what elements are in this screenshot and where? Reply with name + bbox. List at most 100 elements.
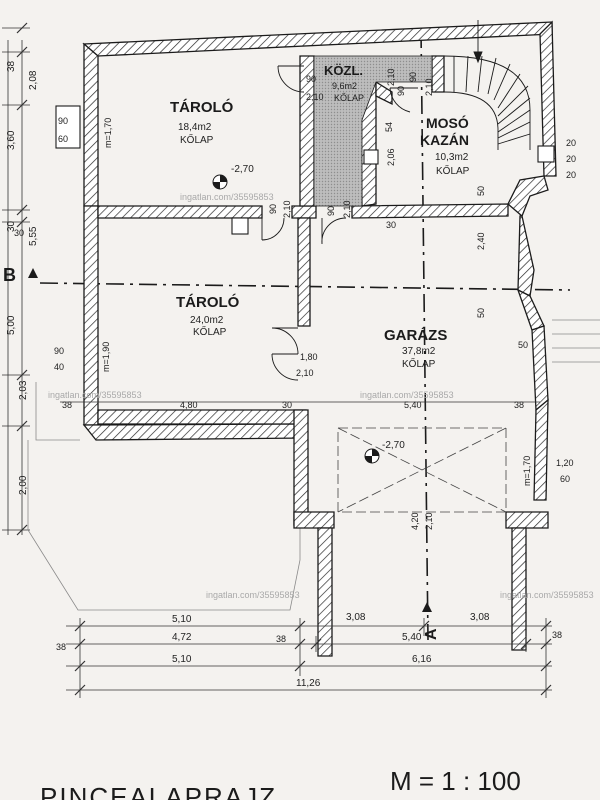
door-1-height: 2,10 [306, 92, 324, 102]
room-area-boiler: 10,3m2 [435, 152, 469, 163]
walls [82, 20, 557, 657]
left-dimension-ticks [16, 22, 28, 536]
room-name-storage-top: TÁROLÓ [170, 98, 234, 116]
dim-left-360: 3,60 [6, 130, 17, 150]
dim-bottom-38-a: 38 [56, 642, 66, 652]
door-3-height: 2,10 [342, 200, 352, 218]
watermark-4: ingatlan.com/35595853 [206, 590, 300, 600]
section-arrow-a [422, 602, 432, 612]
door-7-width: 90 [408, 72, 418, 82]
plan-scale: M = 1 : 100 [390, 766, 521, 796]
dim-bottom-308-b: 3,08 [470, 612, 490, 623]
sill-storage-mid: m=1,90 [101, 342, 111, 372]
garage-ramp [337, 427, 507, 513]
window-3-height: 60 [560, 474, 570, 484]
door-4-width: 90 [396, 86, 406, 96]
dim-20-c: 20 [566, 170, 576, 180]
room-floor-storage-mid: KŐLAP [193, 324, 227, 338]
window-1-height: 60 [58, 134, 68, 144]
dim-30-a: 30 [386, 220, 396, 230]
dim-20-b: 20 [566, 154, 576, 164]
room-area-storage-top: 18,4m2 [178, 122, 212, 133]
room-floor-boiler: KŐLAP [436, 163, 470, 177]
bottom-dimension-lines [66, 618, 552, 698]
level-markers [212, 174, 380, 464]
section-arrow-b [28, 268, 38, 278]
dim-left-200: 2,00 [18, 475, 29, 495]
door-5-height: 2,10 [296, 368, 314, 378]
door-3-width: 90 [326, 206, 336, 216]
dim-38-a: 38 [62, 400, 72, 410]
dim-30-c: 30 [282, 400, 292, 410]
watermark-1: ingatlan.com/35595853 [180, 192, 274, 202]
dim-left-38: 38 [6, 60, 17, 72]
dim-bottom-38-b: 38 [276, 634, 286, 644]
dim-bottom-1126: 11,26 [296, 678, 321, 689]
room-floor-storage-top: KŐLAP [180, 132, 214, 146]
room-area-garage: 37,8m2 [402, 346, 436, 357]
dim-54: 54 [384, 122, 394, 132]
watermark-2: ingatlan.com/35595853 [48, 390, 142, 400]
dim-bottom-510-a: 5,10 [172, 614, 192, 625]
dim-50-b: 50 [476, 308, 486, 318]
window-4-dim: 50 [518, 340, 528, 350]
dim-38-b: 38 [514, 400, 524, 410]
room-area-corridor: 9,6m2 [332, 81, 357, 91]
bottom-dimension-ticks [74, 620, 552, 696]
dim-480: 4,80 [180, 400, 198, 410]
room-name-corridor: KÖZL. [324, 63, 363, 78]
window-2-height: 40 [54, 362, 64, 372]
window-1-width: 90 [58, 116, 68, 126]
dim-bottom-472: 4,72 [172, 632, 192, 643]
dim-50-a: 50 [476, 186, 486, 196]
watermark-3: ingatlan.com/35595853 [360, 390, 454, 400]
corridor-floor [313, 55, 433, 207]
room-name-boiler-1: MOSÓ [426, 114, 469, 131]
dim-20-a: 20 [566, 138, 576, 148]
dim-206: 2,06 [386, 148, 396, 166]
door-6-width: 4,20 [410, 512, 420, 530]
room-name-boiler-2: KAZÁN [420, 132, 469, 148]
door-swings [261, 65, 418, 381]
dim-30-b: 30 [14, 228, 24, 238]
left-dimension-lines [2, 27, 30, 535]
level-storage-top: -2,70 [231, 164, 254, 175]
sill-storage-top: m=1,70 [103, 118, 113, 148]
section-label-b: B [3, 265, 16, 285]
dim-left-555: 5,55 [28, 226, 39, 246]
dim-left-208: 2,08 [28, 70, 39, 90]
door-4-height: 2,10 [424, 78, 434, 96]
window-2-width: 90 [54, 346, 64, 356]
dim-240: 2,40 [476, 232, 486, 250]
door-2-width: 90 [268, 204, 278, 214]
room-floor-garage: KŐLAP [402, 356, 436, 370]
door-5-width: 1,80 [300, 352, 318, 362]
door-7-height: 2,10 [386, 68, 396, 86]
staircase [443, 20, 531, 150]
plan-title: PINCEALAPRAJZ [40, 782, 277, 800]
dim-bottom-308-a: 3,08 [346, 612, 366, 623]
dim-left-203: 2,03 [18, 380, 29, 400]
dim-bottom-38-c: 38 [552, 630, 562, 640]
watermark-5: ingatlan.com/35595853 [500, 590, 594, 600]
dim-bottom-510-b: 5,10 [172, 654, 192, 665]
window-3-width: 1,20 [556, 458, 574, 468]
section-label-a: A [423, 628, 440, 640]
door-6-height: 2,10 [424, 512, 434, 530]
chimneys [55, 105, 555, 235]
dim-bottom-540: 5,40 [402, 632, 422, 643]
door-2-height: 2,10 [282, 200, 292, 218]
sill-garage: m=1,70 [522, 456, 532, 486]
dim-left-500: 5,00 [6, 315, 17, 335]
dim-540: 5,40 [404, 400, 422, 410]
room-name-storage-mid: TÁROLÓ [176, 293, 240, 311]
level-garage: -2,70 [382, 440, 405, 451]
section-line-a [420, 29, 429, 641]
room-floor-corridor: KŐLAP [334, 93, 364, 103]
door-1-width: 90 [306, 74, 316, 84]
dim-bottom-616: 6,16 [412, 654, 432, 665]
dim-left-30: 30 [6, 220, 17, 232]
room-name-garage: GARÁZS [384, 327, 447, 344]
room-area-storage-mid: 24,0m2 [190, 315, 224, 326]
